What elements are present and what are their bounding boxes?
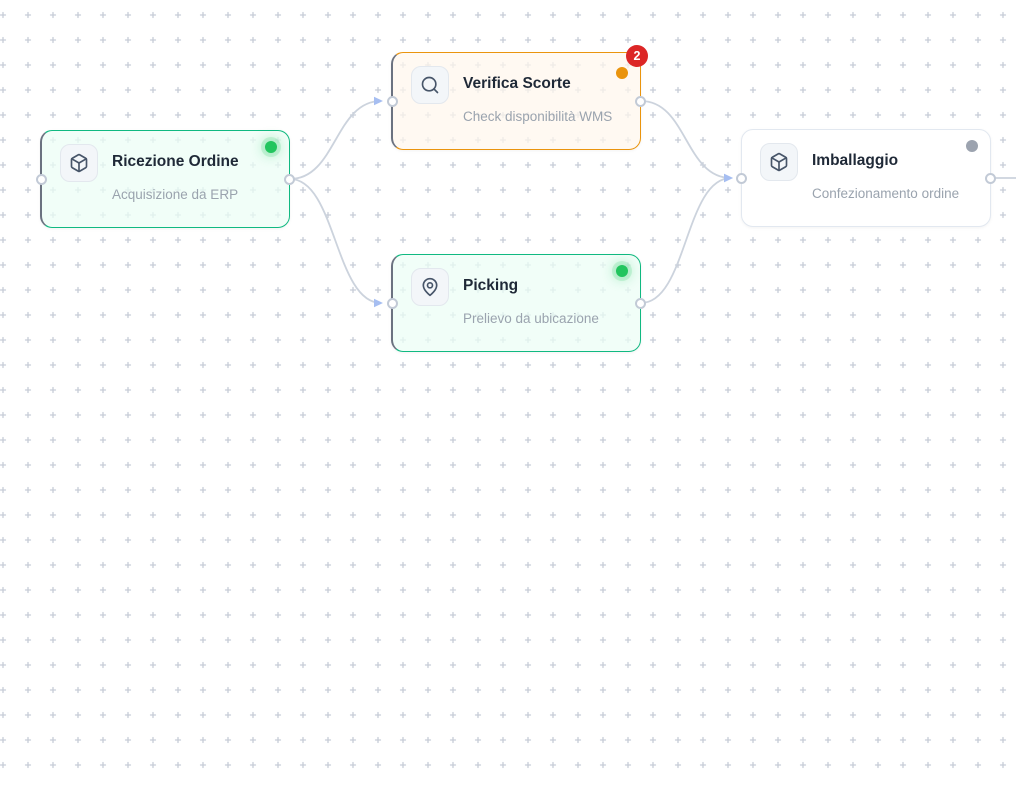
output-handle[interactable] (635, 298, 646, 309)
node-picking[interactable]: Picking Prelievo da ubicazione (387, 254, 646, 352)
input-handle[interactable] (387, 298, 398, 309)
node-ricezione-ordine[interactable]: Ricezione Ordine Acquisizione da ERP (36, 130, 295, 228)
node-subtitle: Acquisizione da ERP (112, 187, 239, 202)
package-icon (60, 144, 98, 182)
edge-ricezione-to-verifica[interactable] (289, 96, 383, 180)
edge-verifica-to-imballaggio[interactable] (640, 100, 733, 183)
input-handle[interactable] (736, 173, 747, 184)
package-icon (760, 143, 798, 181)
input-handle[interactable] (387, 96, 398, 107)
status-dot (966, 140, 978, 152)
edge-picking-to-imballaggio[interactable] (640, 173, 733, 304)
node-subtitle: Check disponibilità WMS (463, 109, 613, 124)
output-handle[interactable] (985, 173, 996, 184)
node-title: Picking (463, 277, 519, 294)
node-title: Imballaggio (812, 152, 899, 169)
node-title: Ricezione Ordine (112, 153, 239, 170)
edge-ricezione-to-picking[interactable] (289, 178, 383, 308)
node-subtitle: Prelievo da ubicazione (463, 311, 599, 326)
node-title: Verifica Scorte (463, 75, 571, 92)
map-pin-icon (411, 268, 449, 306)
error-count-badge: 2 (626, 45, 648, 67)
status-dot (265, 141, 277, 153)
output-handle[interactable] (284, 174, 295, 185)
search-icon (411, 66, 449, 104)
status-dot (616, 265, 628, 277)
output-handle[interactable] (635, 96, 646, 107)
status-dot (616, 67, 628, 79)
node-subtitle: Confezionamento ordine (812, 186, 960, 201)
node-imballaggio[interactable]: Imballaggio Confezionamento ordine (736, 129, 996, 227)
node-verifica-scorte[interactable]: 2 Verifica Scorte Check disponibilità WM… (387, 45, 648, 150)
input-handle[interactable] (36, 174, 47, 185)
